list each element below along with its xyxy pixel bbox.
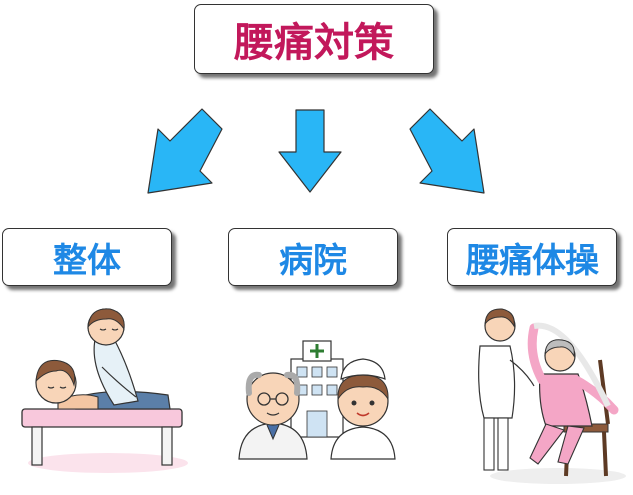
arrow-right-icon (409, 108, 485, 194)
title-label: 腰痛対策 (234, 20, 394, 66)
branch-label-byoin: 病院 (279, 240, 347, 281)
branch-label-taiso: 腰痛体操 (466, 240, 599, 281)
title-box: 腰痛対策 (194, 4, 434, 74)
branch-box-byoin: 病院 (228, 228, 398, 286)
stretching-exercise-illustration (478, 308, 626, 484)
doctor-and-nurse-illustration (238, 340, 396, 460)
branch-label-seitai: 整体 (53, 240, 121, 281)
massage-therapy-illustration (21, 308, 188, 473)
arrow-left-icon (147, 108, 223, 194)
arrow-center-icon (278, 109, 342, 193)
branch-box-taiso: 腰痛体操 (447, 228, 617, 286)
branch-box-seitai: 整体 (2, 228, 172, 286)
